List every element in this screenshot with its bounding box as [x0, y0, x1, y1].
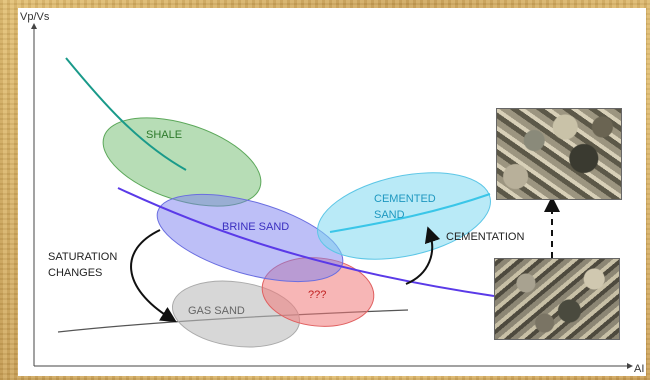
saturation-arrow — [130, 229, 177, 323]
cementation-arrow — [405, 226, 441, 285]
y-axis-label: Vp/Vs — [20, 11, 50, 23]
brine-sand-trend-line — [117, 187, 495, 297]
shale-trend-line — [65, 57, 187, 171]
cementation-label: CEMENTATION — [446, 231, 524, 243]
cemented-sand-region — [317, 172, 491, 260]
x-axis-label: AI — [634, 363, 644, 375]
uncemented-rock-photo — [494, 258, 620, 340]
cemented-sand-trend-line — [329, 193, 491, 233]
saturation-changes-label-line2: CHANGES — [48, 267, 102, 279]
rock-physics-diagram: Vp/Vs AI SHALE BRINE SAND CEMENTED SAND … — [20, 11, 644, 375]
gas-sand-label: GAS SAND — [188, 305, 245, 317]
unknown-label: ??? — [308, 289, 326, 301]
brine-sand-region — [156, 193, 344, 283]
shale-label: SHALE — [146, 129, 182, 141]
cemented-sand-label-line1: CEMENTED — [374, 193, 436, 205]
cemented-rock-photo — [496, 108, 622, 200]
brine-sand-label: BRINE SAND — [222, 221, 289, 233]
cemented-sand-label-line2: SAND — [374, 209, 405, 221]
saturation-changes-label-line1: SATURATION — [48, 251, 117, 263]
